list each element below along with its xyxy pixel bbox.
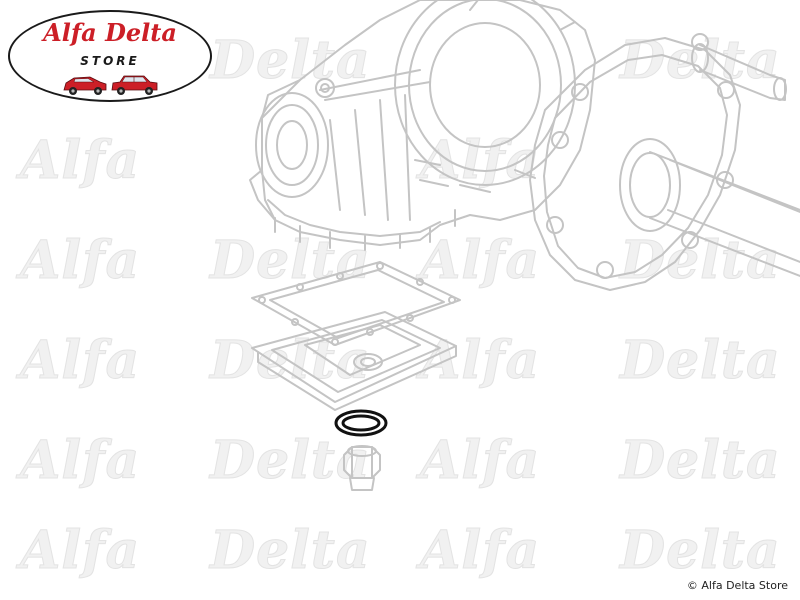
store-logo[interactable]: Alfa Delta STORE	[8, 10, 212, 102]
logo-oval	[8, 10, 212, 102]
logo-subtitle: STORE	[80, 54, 140, 68]
axle-housing	[529, 33, 800, 291]
sump-gasket	[251, 261, 461, 346]
sealing-washer	[334, 409, 388, 437]
copyright-notice: © Alfa Delta Store	[686, 579, 788, 592]
drain-plug	[343, 445, 381, 491]
red-classic-coupe-icon	[63, 76, 107, 95]
gearbox-housing	[249, 0, 596, 251]
red-classic-saloon-icon	[111, 75, 158, 95]
logo-title: Alfa Delta	[43, 18, 177, 47]
sump-pan	[251, 311, 457, 411]
logo-cars-illustration	[63, 75, 158, 95]
